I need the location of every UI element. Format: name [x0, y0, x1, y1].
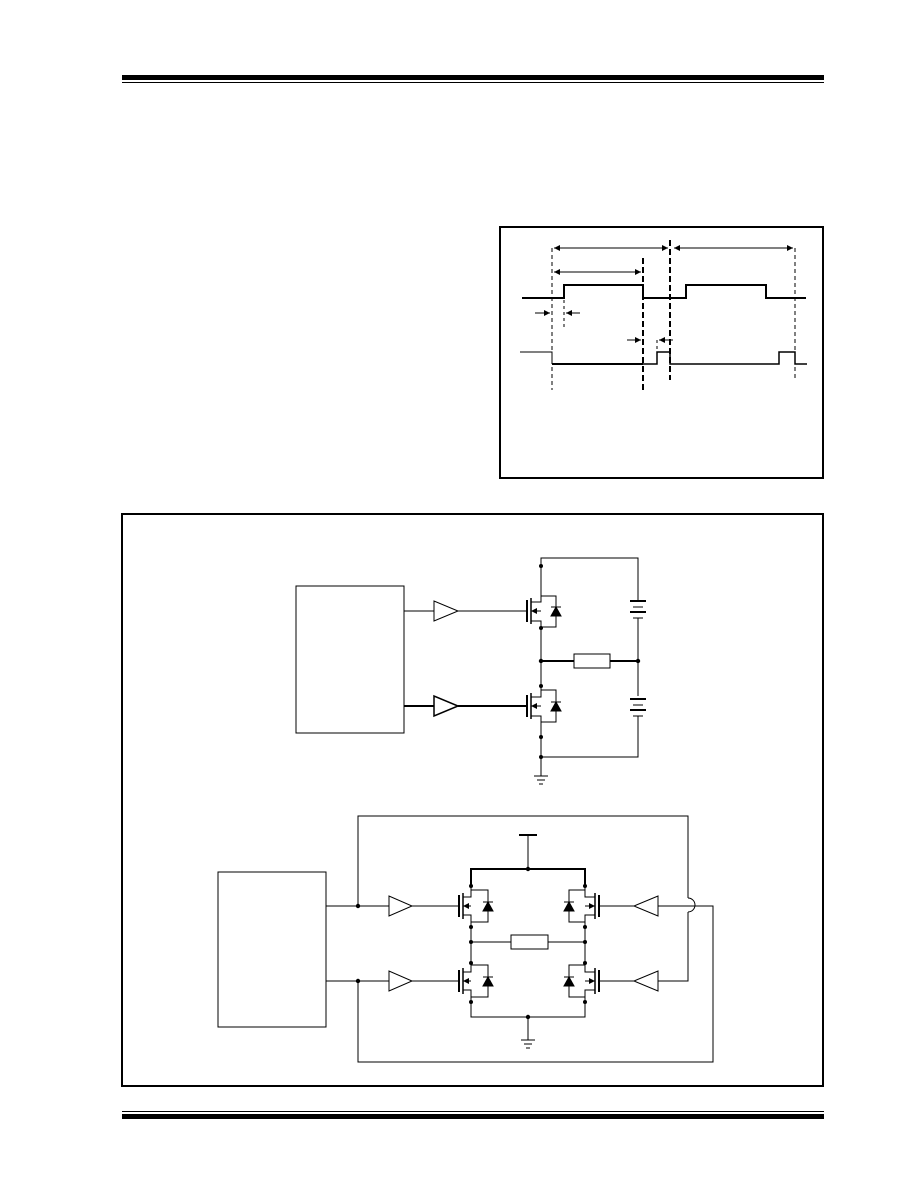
load-resistor-2 [510, 934, 549, 950]
buffer-b [388, 970, 414, 992]
buffer-c [632, 895, 659, 917]
buffer-d [632, 970, 659, 992]
diode-low [550, 700, 562, 712]
timing-diagram-frame [499, 226, 824, 479]
controller-block-2 [217, 871, 327, 1028]
diode-high [550, 605, 562, 617]
buffer-high [433, 600, 460, 622]
buffer-a [388, 895, 414, 917]
footer-rule-thick [122, 1114, 824, 1119]
header-rule-thin [122, 82, 824, 83]
footer-rule-thin [122, 1111, 824, 1112]
circuit-figure-frame [121, 513, 824, 1087]
controller-block-1 [295, 585, 405, 734]
waveform-1 [522, 284, 806, 299]
header-rule-thick [122, 75, 824, 80]
buffer-low [433, 694, 460, 718]
